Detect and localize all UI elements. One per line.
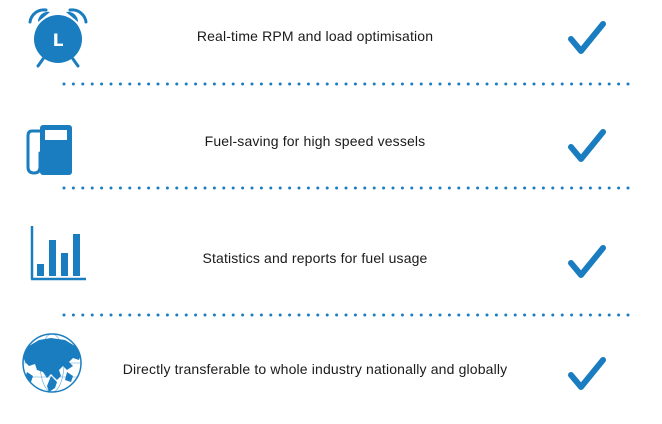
- dotted-divider: [62, 81, 632, 87]
- bar-chart-icon: [30, 226, 88, 282]
- feature-label: Statistics and reports for fuel usage: [202, 250, 428, 266]
- feature-row-statistics: Statistics and reports for fuel usage: [0, 200, 662, 310]
- feature-row-fuel-saving: Fuel-saving for high speed vessels: [0, 95, 662, 185]
- check-icon: [568, 129, 606, 163]
- feature-row-transferable: Directly transferable to whole industry …: [0, 325, 662, 424]
- dotted-divider: [62, 312, 632, 318]
- feature-label: Fuel-saving for high speed vessels: [204, 133, 426, 149]
- feature-label: Real-time RPM and load optimisation: [196, 28, 434, 44]
- alarm-clock-icon: L: [26, 6, 90, 70]
- clock-letter: L: [53, 31, 64, 51]
- check-icon: [568, 245, 606, 279]
- check-icon: [568, 357, 606, 391]
- feature-label: Directly transferable to whole industry …: [122, 361, 508, 377]
- fuel-pump-icon: [26, 123, 76, 177]
- feature-row-rpm-optimisation: L Real-time RPM and load optimisation: [0, 0, 662, 80]
- dotted-divider: [62, 185, 632, 191]
- check-icon: [568, 21, 606, 55]
- globe-icon: [21, 332, 83, 394]
